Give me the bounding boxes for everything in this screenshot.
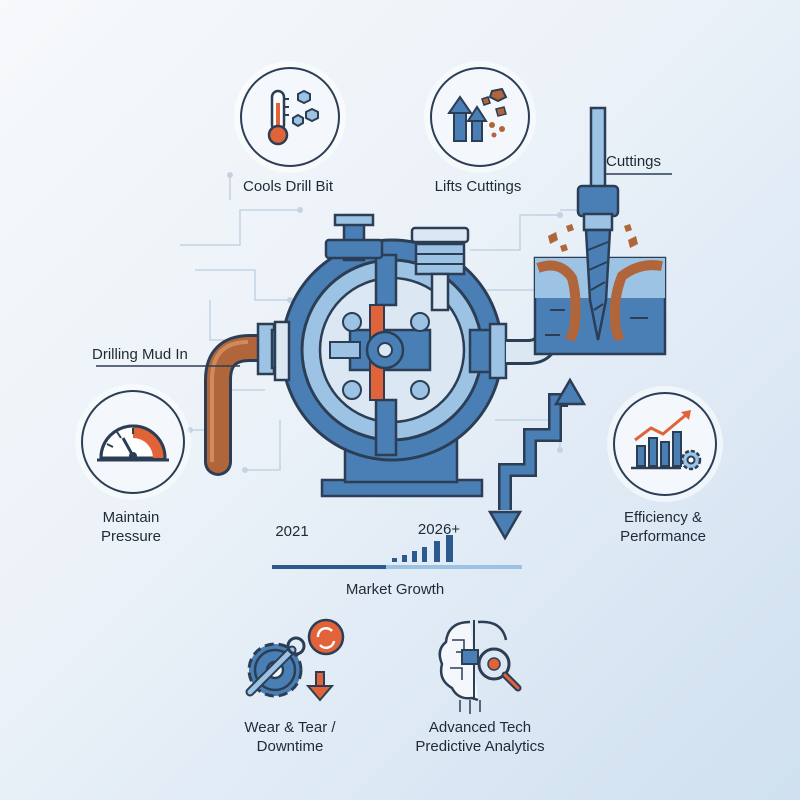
year-start-label: 2021 bbox=[275, 523, 309, 540]
cuttings-label: Cuttings bbox=[606, 153, 662, 170]
wear-tear-label: Wear & Tear / Downtime bbox=[220, 718, 360, 756]
cools-drill-bit-label: Cools Drill Bit bbox=[242, 178, 333, 195]
growth-chart-gear-icon bbox=[631, 410, 702, 471]
pressure-gauge-icon bbox=[97, 424, 169, 462]
cools-drill-bit-circle bbox=[240, 67, 340, 167]
lifts-cuttings-circle bbox=[430, 67, 530, 167]
efficiency-label: Efficiency & Performance bbox=[598, 508, 728, 546]
advanced-tech-label: Advanced Tech Predictive Analytics bbox=[395, 718, 565, 756]
maintain-pressure-line1: Maintain bbox=[102, 509, 160, 526]
upward-arrows-icon bbox=[447, 87, 508, 142]
thermometer-icon bbox=[267, 89, 319, 146]
efficiency-line1: Efficiency & bbox=[623, 509, 703, 526]
market-growth-label: Market Growth bbox=[345, 581, 445, 598]
advanced-tech-line2: Predictive Analytics bbox=[415, 738, 545, 755]
wear-tear-line1: Wear & Tear / bbox=[244, 719, 336, 736]
lifts-cuttings-label: Lifts Cuttings bbox=[434, 178, 522, 195]
maintain-pressure-circle bbox=[81, 390, 185, 494]
maintain-pressure-label: Maintain Pressure bbox=[66, 508, 196, 546]
maintain-pressure-line2: Pressure bbox=[100, 528, 162, 545]
advanced-tech-line1: Advanced Tech bbox=[428, 719, 532, 736]
drilling-mud-in-label: Drilling Mud In bbox=[92, 346, 188, 363]
efficiency-circle bbox=[613, 392, 717, 496]
efficiency-line2: Performance bbox=[620, 528, 706, 545]
year-end-label: 2026+ bbox=[417, 521, 461, 538]
wear-tear-line2: Downtime bbox=[256, 738, 324, 755]
